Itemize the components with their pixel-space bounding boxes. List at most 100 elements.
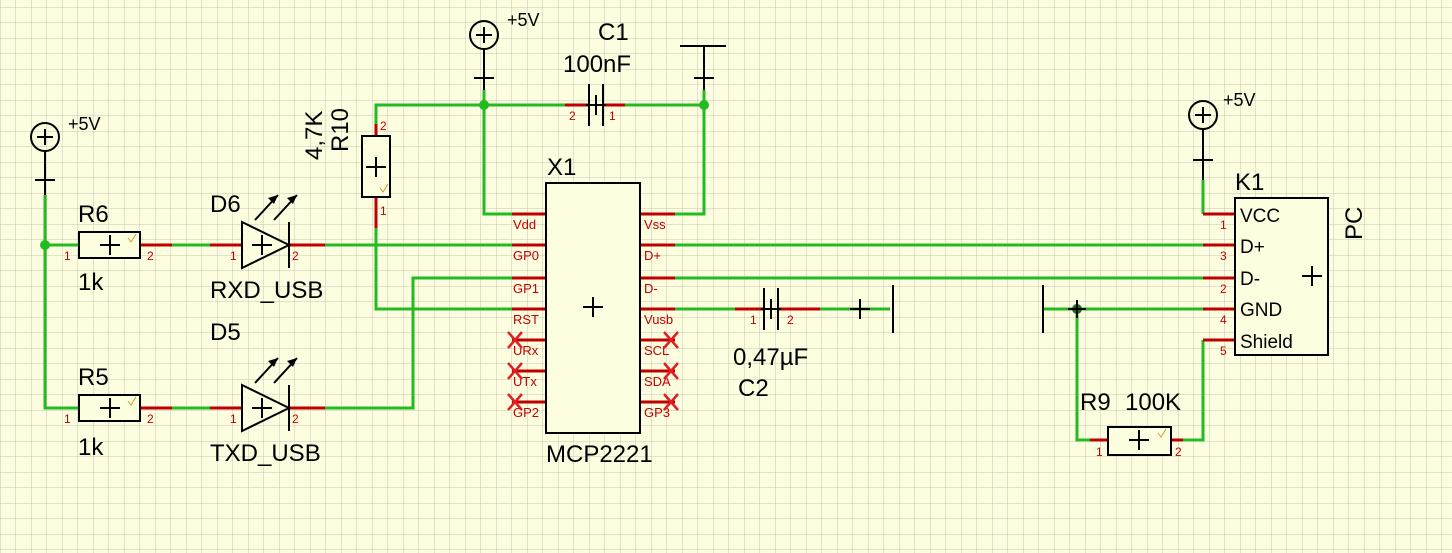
connector-pin-label: D+ [1240, 237, 1265, 258]
diode-ref: D6 [210, 191, 241, 218]
wire-vss [675, 105, 706, 216]
ic-pin-label: GP2 [513, 405, 539, 420]
pin-number: 1 [64, 249, 71, 263]
power-label: +5V [68, 114, 101, 134]
junction-dot [699, 100, 709, 110]
ic-pin-label: RST [513, 312, 539, 327]
ic-pin-label: D- [644, 281, 658, 296]
resistor-r9[interactable]: R9 100K 1 2 [1080, 389, 1183, 459]
ic-ref: X1 [547, 154, 576, 181]
power-5v-right[interactable]: +5V [1188, 90, 1256, 180]
pin-number: 1 [609, 109, 616, 123]
wire-gnd-r9 [1075, 309, 1090, 442]
power-label: +5V [1223, 90, 1256, 110]
ground-symbol-top[interactable] [680, 45, 726, 90]
power-5v-left[interactable]: +5V [30, 114, 101, 195]
resistor-ref: R6 [78, 201, 109, 228]
capacitor-ref: C1 [598, 19, 629, 46]
resistor-r6[interactable]: R6 1k 1 2 [64, 201, 172, 296]
pin-number: 1 [230, 249, 237, 263]
ic-pin-label: SCL [644, 343, 669, 358]
pin-number: 1 [230, 412, 237, 426]
resistor-ref: R5 [78, 364, 109, 391]
capacitor-c1[interactable]: C1 100nF 2 1 [563, 19, 631, 126]
pin-number: 3 [1220, 249, 1227, 263]
pin-number: 2 [569, 109, 576, 123]
no-connect-icon [507, 393, 523, 411]
pin-number: 1 [64, 412, 71, 426]
connector-k1[interactable]: K1 PC VCC D+ D- GND Shield 1 3 2 4 5 [1203, 169, 1368, 358]
no-connect-icon [663, 362, 679, 380]
power-5v-top[interactable]: +5V [469, 10, 540, 90]
no-connect-icon [507, 331, 523, 349]
light-emission-arrows-icon [254, 194, 298, 221]
resistor-value: 100K [1125, 389, 1181, 416]
resistor-value: 1k [78, 269, 104, 296]
no-connect-icon [663, 393, 679, 411]
wire-5v-left-rail [43, 195, 78, 410]
capacitor-ref: C2 [738, 375, 769, 402]
wire-r9-shield [1183, 340, 1205, 442]
ic-pin-leads [512, 212, 675, 404]
connector-value: PC [1341, 207, 1368, 240]
connector-pin-label: VCC [1240, 206, 1280, 227]
capacitor-value: 0,47µF [733, 344, 808, 371]
connector-pin-label: D- [1240, 269, 1260, 290]
pin-number: 4 [1220, 313, 1227, 327]
no-connect-icon [663, 331, 679, 349]
resistor-ref: R9 [1080, 389, 1111, 416]
ic-pin-label: GP0 [513, 248, 539, 263]
connector-ref: K1 [1235, 169, 1264, 196]
ic-value: MCP2221 [546, 441, 653, 468]
connector-pin-label: GND [1240, 300, 1282, 321]
ic-pin-label: Vusb [644, 312, 673, 327]
pin-number: 2 [380, 119, 387, 133]
diode-ref: D5 [210, 319, 241, 346]
connector-pin-label: Shield [1240, 332, 1293, 353]
ic-pin-label: D+ [644, 248, 661, 263]
pin-number: 1 [1220, 218, 1227, 232]
resistor-r10[interactable]: 4,7K R10 2 1 [301, 108, 391, 228]
led-d6[interactable]: D6 RXD_USB 1 2 [210, 191, 325, 304]
ic-pin-label: GP1 [513, 281, 539, 296]
pin-number: 1 [1096, 445, 1103, 459]
pin-number: 2 [292, 249, 299, 263]
diode-value: TXD_USB [210, 440, 321, 467]
capacitor-c2[interactable]: 0,47µF C2 1 2 [733, 288, 820, 402]
pin-number: 2 [1175, 445, 1182, 459]
pin-number: 2 [787, 313, 794, 327]
capacitor-value: 100nF [563, 51, 631, 78]
junction-dot [479, 100, 489, 110]
power-label: +5V [507, 10, 540, 30]
led-d5[interactable]: D5 TXD_USB 1 2 [210, 319, 325, 467]
connector-pin-numbers: 1 3 2 4 5 [1220, 218, 1227, 358]
pin-number: 1 [380, 204, 387, 218]
pin-number: 2 [1220, 282, 1227, 296]
wire-r10-top [374, 103, 565, 124]
no-connect-markers [507, 331, 679, 411]
junction-dot [40, 240, 50, 250]
ground-symbol-k1[interactable] [1042, 285, 1086, 333]
wire-r10-rst [374, 228, 512, 311]
pin-number: 2 [292, 412, 299, 426]
wire-d5-gp1 [325, 276, 512, 410]
wire-vdd [482, 105, 512, 216]
wires [43, 90, 1205, 442]
pin-number: 2 [147, 249, 154, 263]
pin-number: 5 [1220, 344, 1227, 358]
no-connect-icon [507, 362, 523, 380]
ic-pin-label: Vss [644, 217, 666, 232]
junctions [40, 100, 1082, 314]
resistor-ref: R10 [327, 108, 354, 152]
ground-symbol-c2[interactable] [850, 285, 894, 333]
pin-number: 2 [147, 412, 154, 426]
ic-pin-label: UTx [513, 374, 537, 389]
pin-number: 1 [750, 313, 757, 327]
ic-x1-mcp2221[interactable]: X1 MCP2221 Vdd GP0 GP1 RST URx UTx GP2 V… [507, 154, 679, 468]
ic-pin-label: URx [513, 343, 539, 358]
resistor-r5[interactable]: R5 1k 1 2 [64, 364, 172, 461]
diode-value: RXD_USB [210, 277, 323, 304]
resistor-value: 4,7K [301, 111, 328, 160]
ic-pin-label: Vdd [513, 217, 536, 232]
